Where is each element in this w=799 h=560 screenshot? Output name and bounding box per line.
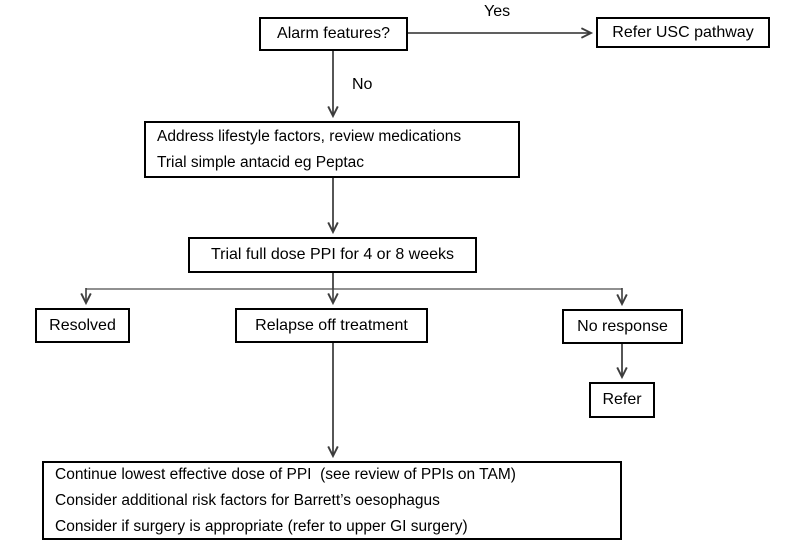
node-ppi-trial: Trial full dose PPI for 4 or 8 weeks [188,237,477,273]
node-continue-ppi: Continue lowest effective dose of PPI (s… [42,461,622,540]
node-resolved: Resolved [35,308,130,343]
node-lifestyle-antacid: Address lifestyle factors, review medica… [144,121,520,178]
node-lifestyle-line-1: Address lifestyle factors, review medica… [157,127,462,145]
node-continue-line-1: Continue lowest effective dose of PPI (s… [55,465,516,483]
node-continue-line-3: Consider if surgery is appropriate (refe… [55,517,468,535]
node-no-response: No response [562,309,683,344]
node-lifestyle-line-2: Trial simple antacid eg Peptac [157,153,365,171]
node-alarm-features: Alarm features? [259,17,408,51]
edge-label-no: No [352,76,373,94]
edge-label-yes: Yes [484,3,511,21]
node-refer: Refer [589,382,655,418]
node-relapse-off-treatment: Relapse off treatment [235,308,428,343]
node-continue-line-2: Consider additional risk factors for Bar… [55,491,440,509]
node-refer-usc-pathway: Refer USC pathway [596,17,770,48]
